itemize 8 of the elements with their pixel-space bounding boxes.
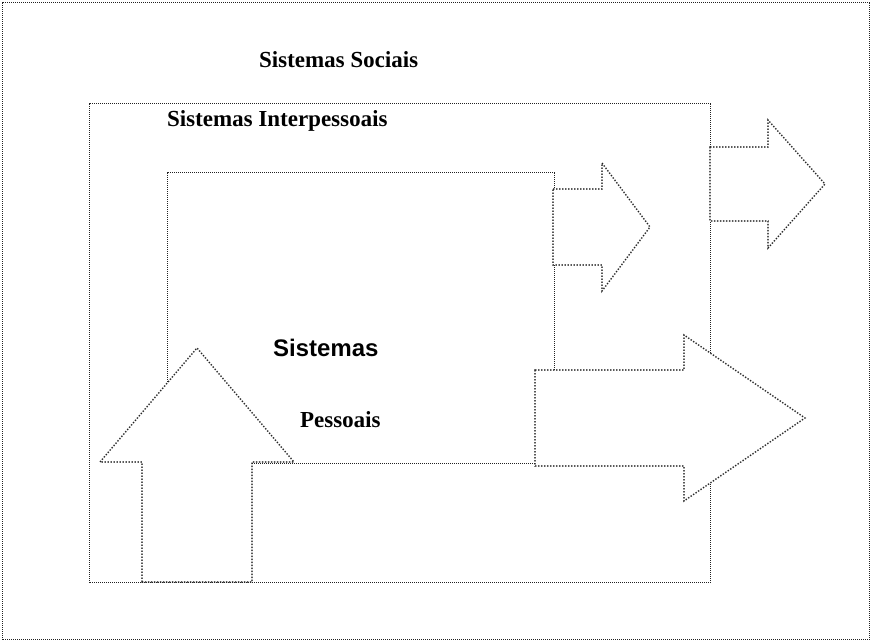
block-arrow: [709, 118, 826, 250]
block-arrow: [534, 334, 806, 502]
block-arrow: [98, 346, 296, 583]
label-text: Pessoais: [300, 407, 380, 433]
heading: Sistemas Sociais: [259, 47, 418, 73]
heading: Sistemas Interpessoais: [167, 106, 388, 132]
label-text: Sistemas: [273, 335, 378, 363]
block-arrow: [552, 160, 651, 294]
